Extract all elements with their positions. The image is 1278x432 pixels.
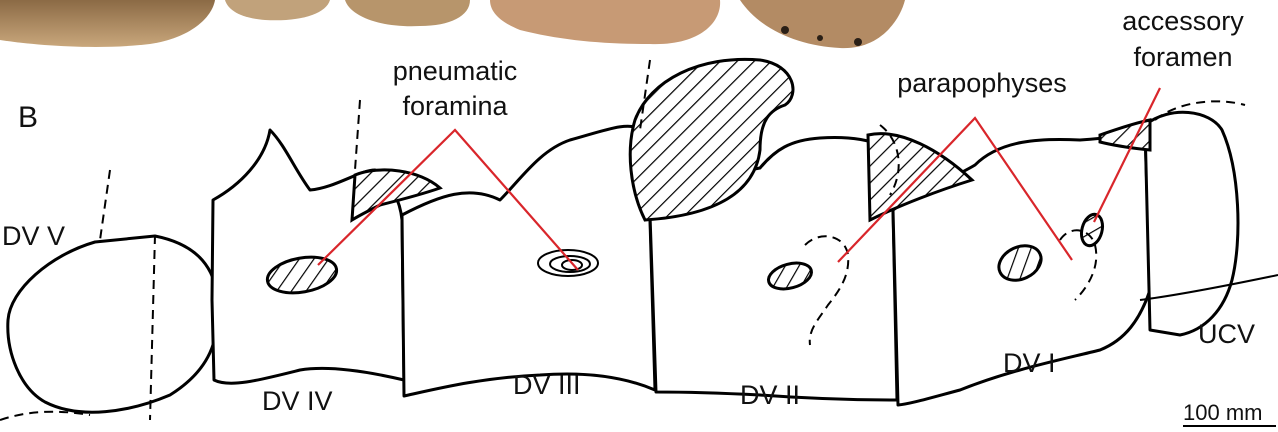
vertebra-label-dv-ii: DV II bbox=[740, 380, 800, 410]
scale-bar: 100 mm bbox=[1183, 400, 1276, 426]
vertebra-dv-iii bbox=[402, 126, 655, 396]
scale-bar-label: 100 mm bbox=[1183, 400, 1262, 425]
vertebra-label-dv-iv: DV IV bbox=[262, 386, 333, 416]
vertebral-series-outline bbox=[0, 59, 1278, 420]
panel-label: B bbox=[18, 101, 38, 134]
label-parapophyses: parapophyses bbox=[897, 68, 1067, 98]
label-accessory-line1: accessory bbox=[1122, 6, 1244, 36]
vertebra-label-ucv: UCV bbox=[1198, 319, 1255, 349]
label-pneumatic-line2: foramina bbox=[402, 91, 508, 121]
fossil-photo-strip bbox=[0, 0, 905, 48]
label-pneumatic-line1: pneumatic bbox=[393, 56, 518, 86]
label-accessory-line2: foramen bbox=[1133, 42, 1232, 72]
vertebra-dv-v bbox=[8, 236, 218, 412]
vertebra-label-dv-iii: DV III bbox=[513, 370, 581, 400]
vertebra-label-dv-v: DV V bbox=[2, 221, 65, 251]
vertebra-ucv bbox=[1145, 112, 1238, 335]
vertebra-label-dv-i: DV I bbox=[1003, 348, 1056, 378]
